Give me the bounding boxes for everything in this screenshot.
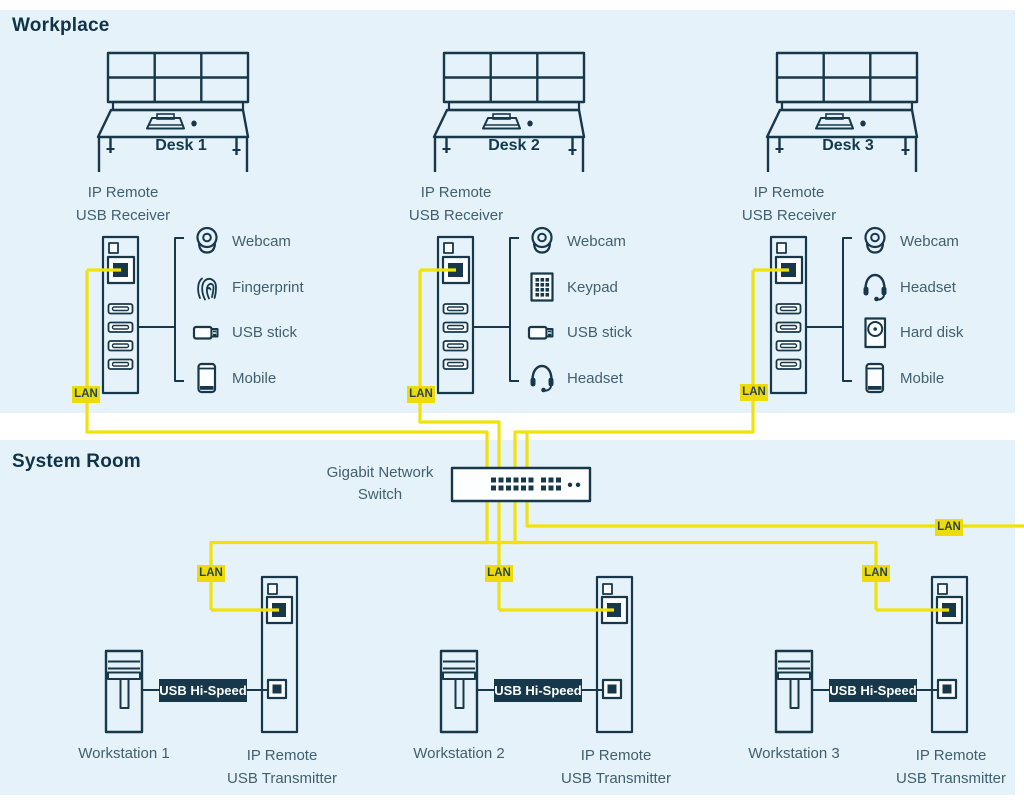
peripheral-label: Webcam	[567, 233, 626, 250]
lan-badge-transmitter-1: LAN	[197, 565, 225, 582]
usb-hispeed-badge-2: USB Hi-Speed	[494, 679, 582, 702]
lan-cable-desk-3	[513, 270, 878, 610]
desk-3-label: Desk 3	[822, 137, 874, 154]
desk-2-label: Desk 2	[488, 137, 540, 154]
peripheral-bracket-desk-3	[806, 237, 852, 382]
lan-cable-port-tails	[87, 268, 949, 612]
usb-receiver-3-device	[769, 235, 808, 395]
receiver-3-label-line1: IP Remote	[753, 184, 825, 201]
transmitter-1-label-line1: IP Remote	[246, 747, 318, 764]
peripheral-label: Headset	[900, 279, 956, 296]
peripheral-label: USB stick	[567, 324, 633, 341]
receiver-3-label-line2: USB Receiver	[741, 206, 837, 224]
peripheral-label: Fingerprint	[232, 279, 304, 296]
transmitter-3-label: IP Remote USB Transmitter	[866, 745, 1024, 790]
usb-receiver-1-device	[101, 235, 140, 395]
peripheral-label: Mobile	[900, 370, 945, 387]
headset-icon	[862, 273, 888, 303]
transmitter-1-label-line2: USB Transmitter	[226, 769, 338, 787]
transmitter-2-label-line2: USB Transmitter	[560, 769, 672, 787]
receiver-2-label-line2: USB Receiver	[408, 206, 504, 224]
desk-1-label: Desk 1	[155, 137, 207, 154]
receiver-1-label: IP Remote USB Receiver	[48, 182, 198, 227]
workstation-3-label: Workstation 3	[748, 745, 840, 762]
mobile-icon	[197, 362, 217, 394]
lan-cable-uplink	[525, 432, 1024, 528]
network-switch-label: Gigabit Network Switch	[295, 462, 465, 505]
lan-cable-desk-2	[418, 270, 501, 610]
usb-stick-icon	[527, 325, 554, 340]
webcam-icon	[196, 226, 218, 254]
peripheral-bracket-desk-2	[473, 237, 519, 382]
workstation-2-label: Workstation 2	[413, 745, 505, 762]
lan-badge-desk-1: LAN	[72, 386, 100, 403]
hard-disk-icon	[864, 317, 887, 349]
peripheral-bracket-desk-1	[138, 237, 184, 382]
usb-stick-icon	[192, 325, 219, 340]
webcam-icon	[531, 226, 553, 254]
headset-icon	[529, 364, 555, 394]
usb-transmitter-1-device	[260, 575, 299, 734]
transmitter-3-label-line2: USB Transmitter	[895, 769, 1007, 787]
receiver-2-label-line1: IP Remote	[420, 184, 492, 201]
system-room-title: System Room	[12, 451, 141, 472]
receiver-3-label: IP Remote USB Receiver	[714, 182, 864, 227]
workstation-1-label: Workstation 1	[78, 745, 170, 762]
transmitter-2-label: IP Remote USB Transmitter	[531, 745, 701, 790]
keypad-icon	[530, 272, 554, 302]
peripheral-label: Webcam	[232, 233, 291, 250]
lan-badge-desk-3: LAN	[740, 384, 768, 401]
transmitter-1-label: IP Remote USB Transmitter	[197, 745, 367, 790]
transmitter-3-label-line1: IP Remote	[915, 747, 987, 764]
usb-transmitter-3-device	[930, 575, 969, 734]
receiver-1-label-line1: IP Remote	[87, 184, 159, 201]
lan-badge-uplink: LAN	[935, 519, 963, 536]
lan-badge-desk-2: LAN	[407, 386, 435, 403]
workstation-1-tower	[104, 649, 144, 734]
network-switch-label-line2: Switch	[357, 485, 403, 503]
network-switch-label-line1: Gigabit Network	[326, 464, 434, 481]
lan-cable-desk-1	[85, 270, 489, 610]
workstation-2-tower	[439, 649, 479, 734]
peripheral-label: Webcam	[900, 233, 959, 250]
network-switch-device	[450, 466, 592, 503]
usb-hispeed-badge-1: USB Hi-Speed	[159, 679, 247, 702]
usb-receiver-2-device	[436, 235, 475, 395]
receiver-1-label-line2: USB Receiver	[75, 206, 171, 224]
webcam-icon	[864, 226, 886, 254]
peripheral-label: Mobile	[232, 370, 277, 387]
peripheral-label: Hard disk	[900, 324, 964, 341]
workstation-3-tower	[774, 649, 814, 734]
transmitter-2-label-line1: IP Remote	[580, 747, 652, 764]
receiver-2-label: IP Remote USB Receiver	[381, 182, 531, 227]
usb-hispeed-badge-3: USB Hi-Speed	[829, 679, 917, 702]
lan-badge-transmitter-3: LAN	[862, 565, 890, 582]
mobile-icon	[865, 362, 885, 394]
peripheral-label: Headset	[567, 370, 623, 387]
workplace-title: Workplace	[12, 15, 110, 36]
peripheral-label: Keypad	[567, 279, 618, 296]
peripheral-label: USB stick	[232, 324, 298, 341]
lan-badge-transmitter-2: LAN	[485, 565, 513, 582]
usb-transmitter-2-device	[595, 575, 634, 734]
switch-ports	[491, 477, 581, 491]
fingerprint-icon	[197, 277, 217, 301]
